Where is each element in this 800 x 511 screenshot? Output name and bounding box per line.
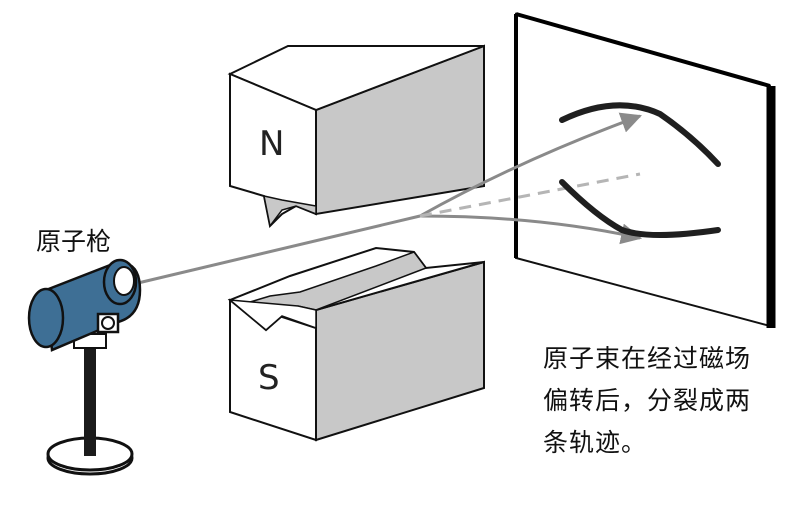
magnet-north: N xyxy=(227,44,485,229)
caption-line-3: 条轨迹。 xyxy=(543,428,648,457)
caption-line-2: 偏转后，分裂成两 xyxy=(543,386,752,415)
upper-track xyxy=(559,102,721,167)
magnet-south: S xyxy=(227,246,485,442)
diagram-caption: 原子束在经过磁场 偏转后，分裂成两 条轨迹。 xyxy=(543,338,793,464)
deflected-beam-up xyxy=(419,112,642,218)
incident-beam xyxy=(137,214,421,285)
atomic-gun-label: 原子枪 xyxy=(36,227,112,256)
screen-tracks xyxy=(559,102,721,238)
south-pole-label: S xyxy=(258,358,280,398)
detection-screen xyxy=(514,12,776,328)
deflected-beam-down xyxy=(419,214,643,245)
north-pole-label: N xyxy=(259,124,284,164)
caption-line-1: 原子束在经过磁场 xyxy=(543,344,752,373)
atomic-gun xyxy=(27,258,142,476)
lower-track xyxy=(559,179,721,238)
atomic-beam xyxy=(137,112,643,285)
undeflected-dashed-path xyxy=(419,172,641,218)
